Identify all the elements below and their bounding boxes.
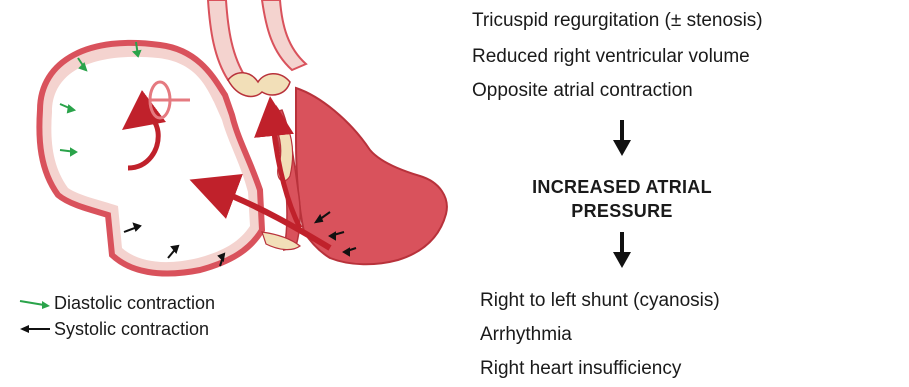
central-outcome-line2: PRESSURE [462,199,782,223]
cause-tricuspid: Tricuspid regurgitation (± stenosis) [472,10,763,32]
heart-illustration [0,0,460,290]
effect-insufficiency: Right heart insufficiency [480,358,681,380]
legend: Diastolic contraction Systolic contracti… [18,290,318,342]
valve-top [228,73,290,97]
vena-cava [208,0,246,80]
cause-effect-flow: Tricuspid regurgitation (± stenosis) Red… [462,0,907,387]
cause-reduced-volume: Reduced right ventricular volume [472,46,750,68]
effect-shunt: Right to left shunt (cyanosis) [480,290,720,312]
cause-opposite-contraction: Opposite atrial contraction [472,80,693,102]
central-outcome: INCREASED ATRIAL PRESSURE [462,175,782,223]
legend-systolic-label: Systolic contraction [54,319,209,340]
down-arrow-icon [612,232,632,268]
black-arrow-icon [18,322,52,336]
legend-systolic: Systolic contraction [18,316,318,342]
down-arrow-icon [612,120,632,156]
legend-diastolic-label: Diastolic contraction [54,293,215,314]
effect-arrhythmia: Arrhythmia [480,324,572,346]
green-arrow-icon [18,296,52,310]
central-outcome-line1: INCREASED ATRIAL [462,175,782,199]
legend-diastolic: Diastolic contraction [18,290,318,316]
vena-cava-right [262,0,306,70]
